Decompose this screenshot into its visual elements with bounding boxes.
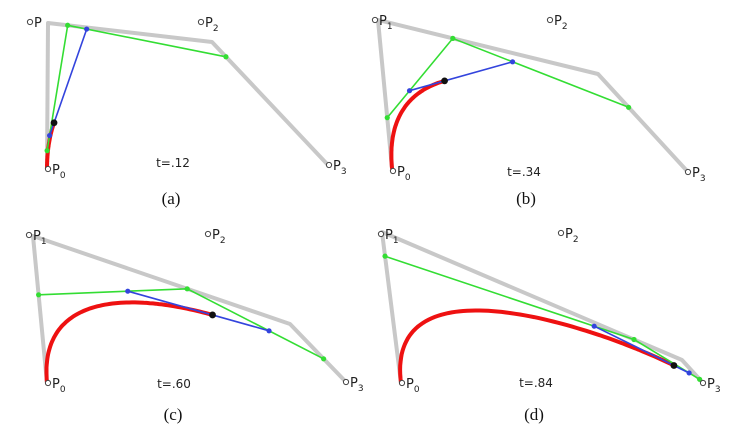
control-point-label-2: P0 — [397, 165, 411, 183]
t-value-label: t=.60 — [157, 377, 191, 391]
second-level-segment — [409, 61, 513, 92]
control-point-marker — [25, 231, 33, 239]
control-point-label-2: P0 — [406, 377, 420, 395]
control-point-label-3: P3 — [692, 166, 706, 184]
control-point-marker — [342, 378, 350, 386]
control-point-label-1: P2 — [205, 16, 219, 34]
second-level-point — [406, 88, 413, 94]
second-level-segment — [48, 28, 88, 136]
control-point-marker — [197, 18, 205, 26]
t-value-label: t=.34 — [507, 165, 541, 179]
control-point-marker — [44, 165, 52, 173]
control-point-label-3: P3 — [350, 376, 364, 394]
control-point-marker — [377, 230, 385, 238]
control-point-marker — [398, 379, 406, 387]
control-point-marker — [325, 161, 333, 169]
control-point-marker — [371, 16, 379, 24]
first-level-point — [631, 336, 637, 343]
first-level-point — [450, 35, 456, 41]
second-level-point — [509, 59, 516, 65]
bezier-curve-segment — [389, 78, 447, 170]
t-value-label: t=.12 — [156, 156, 190, 170]
first-level-point — [44, 148, 50, 154]
control-point-label-3: P3 — [333, 159, 347, 177]
t-value-label: t=.84 — [519, 376, 553, 390]
second-level-segment — [127, 290, 270, 332]
curve-point — [50, 119, 58, 127]
first-level-point — [626, 104, 632, 110]
control-point-label-1: P2 — [554, 14, 568, 32]
control-point-marker — [699, 379, 707, 387]
second-level-point — [266, 328, 272, 334]
control-point-marker — [684, 168, 692, 176]
control-point-marker — [204, 230, 212, 238]
bezier-curve-segment — [398, 308, 676, 385]
second-level-point — [686, 370, 692, 376]
control-point-marker — [546, 16, 554, 24]
second-level-point — [125, 288, 131, 294]
first-level-point — [321, 356, 327, 362]
first-level-point — [184, 286, 190, 292]
panel-caption: (c) — [164, 405, 183, 424]
control-polygon — [31, 234, 348, 384]
first-level-point — [384, 115, 390, 121]
control-point-label-0: P — [34, 16, 42, 31]
control-point-marker — [26, 18, 34, 26]
control-point-label-0: P1 — [385, 228, 399, 246]
first-level-point — [382, 253, 388, 259]
panel-caption: (b) — [516, 189, 536, 208]
control-point-label-3: P3 — [707, 377, 721, 395]
first-level-segments — [46, 24, 227, 151]
second-level-point — [591, 323, 597, 329]
curve-point — [670, 362, 678, 369]
control-point-label-2: P0 — [52, 377, 66, 395]
control-polygon — [376, 18, 690, 174]
panel-caption: (a) — [162, 189, 181, 208]
second-level-point — [46, 132, 53, 139]
control-point-label-1: P2 — [565, 227, 579, 245]
control-point-label-1: P2 — [212, 228, 226, 246]
control-point-label-0: P1 — [379, 14, 393, 32]
bezier-curve-segment — [44, 300, 215, 385]
curve-point — [209, 311, 216, 319]
first-level-point — [65, 22, 71, 28]
first-level-point — [223, 54, 229, 60]
first-level-point — [697, 376, 703, 382]
panel-caption: (d) — [524, 405, 544, 424]
control-polygon — [380, 230, 705, 385]
first-level-point — [36, 292, 42, 298]
control-point-marker — [557, 229, 565, 237]
first-level-segments — [38, 287, 324, 360]
control-point-marker — [44, 379, 52, 387]
control-point-label-2: P0 — [52, 163, 66, 181]
curve-point — [441, 77, 448, 85]
second-level-point — [84, 26, 90, 32]
control-polygon — [45, 21, 330, 169]
control-point-marker — [389, 167, 397, 175]
